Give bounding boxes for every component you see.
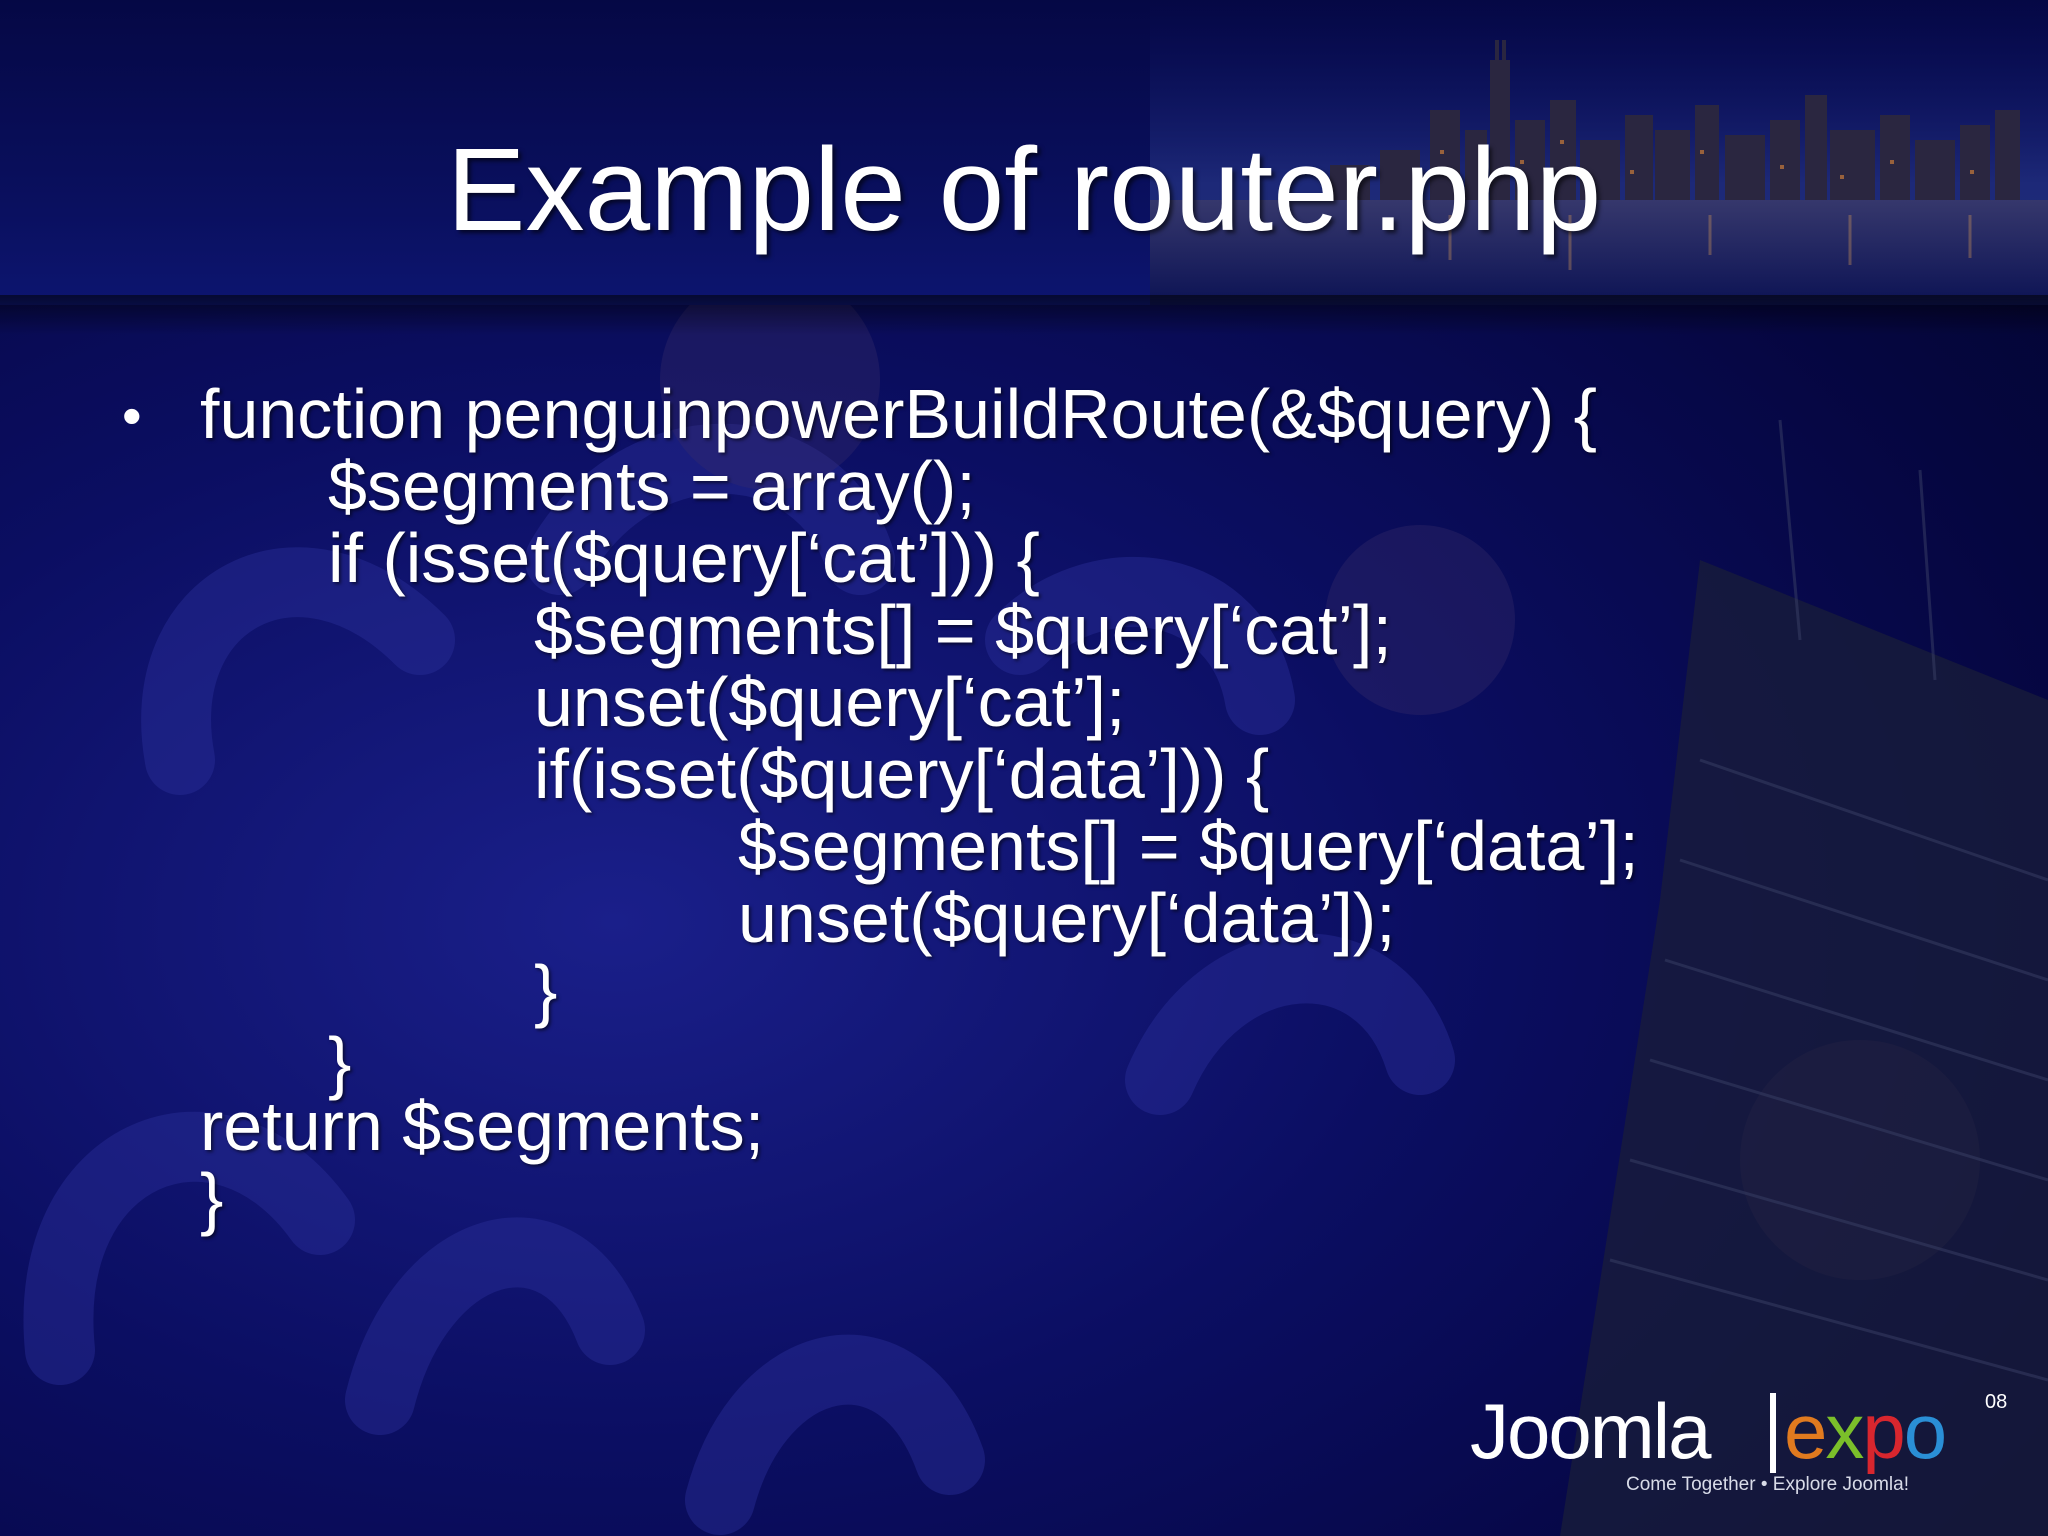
- logo-divider: [1770, 1393, 1776, 1473]
- bullet-marker: •: [122, 384, 142, 447]
- logo-expo-letter: x: [1825, 1387, 1864, 1475]
- header-shadow: [0, 295, 2048, 335]
- joomla-expo-logo: Joomla expo 08 Come Together • Explore J…: [1470, 1385, 2010, 1505]
- code-line: $segments[] = $query[‘data’];: [738, 807, 1639, 885]
- code-line: unset($query[‘cat’];: [534, 663, 1126, 741]
- code-line: }: [534, 951, 558, 1029]
- logo-edition: 08: [1985, 1391, 2008, 1413]
- logo-expo-letter: e: [1784, 1387, 1827, 1475]
- code-line: return $segments;: [200, 1087, 765, 1165]
- city-skyline-image: [1150, 0, 2048, 305]
- code-line: $segments = array();: [328, 447, 976, 525]
- code-line: unset($query[‘data’]);: [738, 879, 1396, 957]
- code-line: if(isset($query[‘data’])) {: [534, 735, 1270, 813]
- logo-brand-right: expo: [1784, 1385, 1947, 1477]
- logo-tagline: Come Together • Explore Joomla!: [1626, 1474, 1909, 1495]
- slide-title: Example of router.php: [446, 124, 1602, 256]
- code-line: }: [328, 1023, 352, 1101]
- logo-expo-letter: o: [1903, 1387, 1947, 1475]
- code-line: if (isset($query[‘cat’])) {: [328, 519, 1040, 597]
- logo-expo-letter: p: [1862, 1387, 1905, 1475]
- code-line: $segments[] = $query[‘cat’];: [534, 591, 1392, 669]
- logo-brand-left: Joomla: [1470, 1387, 1711, 1475]
- code-line: }: [200, 1159, 224, 1237]
- code-line: function penguinpowerBuildRoute(&$query)…: [200, 375, 1598, 453]
